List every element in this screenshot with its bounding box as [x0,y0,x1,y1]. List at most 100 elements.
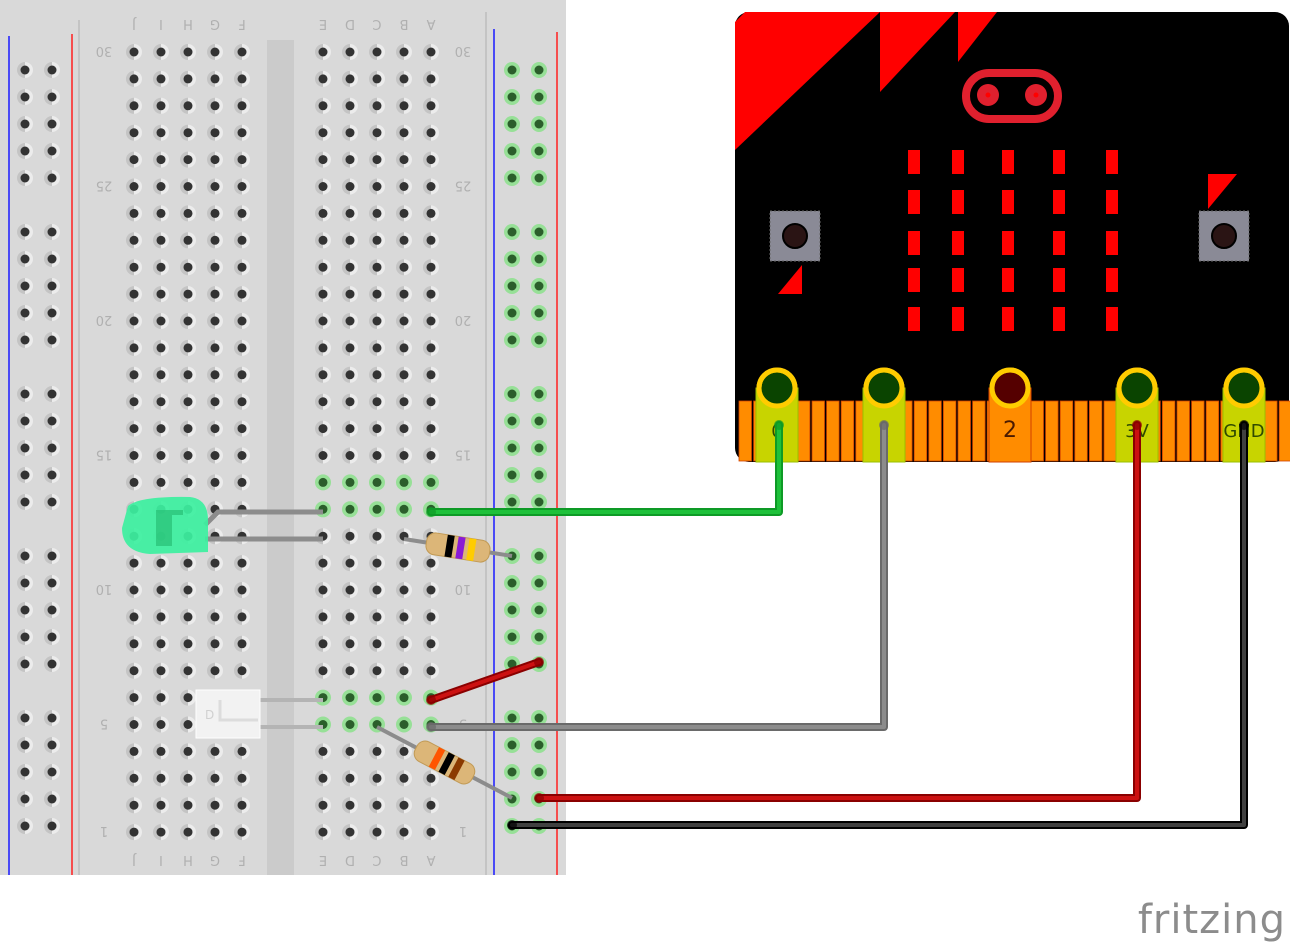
breadboard-hole[interactable] [180,70,196,87]
breadboard-hole[interactable] [369,528,385,545]
breadboard-hole[interactable] [423,393,439,410]
breadboard-hole[interactable] [44,143,60,159]
breadboard-hole[interactable] [234,151,250,168]
breadboard-hole[interactable] [396,635,412,652]
breadboard-hole[interactable] [342,178,358,195]
breadboard-hole[interactable] [315,420,331,437]
breadboard-hole[interactable] [531,116,547,132]
breadboard-hole[interactable] [17,467,33,483]
breadboard-hole[interactable] [17,143,33,159]
breadboard-hole[interactable] [234,97,250,114]
breadboard-hole[interactable] [126,420,142,437]
breadboard-hole[interactable] [44,737,60,753]
breadboard-hole[interactable] [369,339,385,356]
breadboard-hole[interactable] [315,205,331,222]
breadboard-hole[interactable] [17,629,33,645]
breadboard-hole[interactable] [369,662,385,679]
breadboard-hole[interactable] [180,662,196,679]
breadboard-hole[interactable] [17,224,33,240]
breadboard-hole[interactable] [234,635,250,652]
breadboard-hole[interactable] [531,386,547,402]
breadboard-hole[interactable] [423,474,439,491]
breadboard-hole[interactable] [207,393,223,410]
breadboard-hole[interactable] [396,689,412,706]
breadboard-hole[interactable] [180,151,196,168]
breadboard-hole[interactable] [180,447,196,464]
breadboard-hole[interactable] [17,62,33,78]
breadboard-hole[interactable] [342,70,358,87]
breadboard-hole[interactable] [369,286,385,303]
breadboard-hole[interactable] [423,259,439,276]
breadboard-hole[interactable] [342,743,358,760]
breadboard-hole[interactable] [423,178,439,195]
breadboard-hole[interactable] [342,662,358,679]
breadboard-hole[interactable] [17,791,33,807]
breadboard-hole[interactable] [207,555,223,572]
breadboard-hole[interactable] [315,770,331,787]
breadboard-hole[interactable] [342,555,358,572]
breadboard-hole[interactable] [396,420,412,437]
breadboard-hole[interactable] [207,70,223,87]
breadboard-hole[interactable] [504,440,520,456]
breadboard-hole[interactable] [44,116,60,132]
breadboard-hole[interactable] [180,635,196,652]
breadboard-hole[interactable] [531,143,547,159]
breadboard-hole[interactable] [315,689,331,706]
breadboard-hole[interactable] [342,366,358,383]
breadboard-hole[interactable] [44,548,60,564]
breadboard-hole[interactable] [153,313,169,329]
breadboard-hole[interactable] [207,528,223,545]
breadboard-hole[interactable] [396,662,412,679]
breadboard-hole[interactable] [234,366,250,383]
breadboard-hole[interactable] [396,151,412,168]
breadboard-hole[interactable] [44,791,60,807]
breadboard-hole[interactable] [126,44,142,60]
breadboard-hole[interactable] [207,635,223,652]
breadboard-hole[interactable] [234,474,250,491]
breadboard-hole[interactable] [207,447,223,464]
breadboard-hole[interactable] [153,97,169,114]
breadboard-hole[interactable] [423,447,439,464]
breadboard-hole[interactable] [17,332,33,348]
breadboard-hole[interactable] [234,286,250,303]
button-b-cap[interactable] [1211,223,1237,249]
breadboard-hole[interactable] [315,313,331,329]
breadboard-hole[interactable] [423,232,439,249]
breadboard-hole[interactable] [369,205,385,222]
breadboard-hole[interactable] [315,608,331,625]
breadboard-hole[interactable] [180,420,196,437]
breadboard-hole[interactable] [207,178,223,195]
breadboard-hole[interactable] [342,97,358,114]
breadboard-hole[interactable] [126,70,142,87]
breadboard-hole[interactable] [342,259,358,276]
breadboard-hole[interactable] [180,366,196,383]
breadboard-hole[interactable] [180,286,196,303]
wire-sensor-to-pin1[interactable] [426,420,889,732]
breadboard-hole[interactable] [180,259,196,276]
breadboard-hole[interactable] [423,339,439,356]
breadboard-hole[interactable] [180,313,196,329]
breadboard-hole[interactable] [153,339,169,356]
breadboard-hole[interactable] [531,62,547,78]
breadboard-hole[interactable] [342,286,358,303]
breadboard-hole[interactable] [234,770,250,787]
breadboard-hole[interactable] [126,286,142,303]
wire-rail-jumper[interactable] [426,657,544,705]
breadboard-hole[interactable] [234,797,250,814]
breadboard-hole[interactable] [342,501,358,518]
breadboard-hole[interactable] [180,582,196,598]
wire-gnd-to-rail[interactable] [507,420,1249,830]
breadboard-hole[interactable] [153,70,169,87]
breadboard-hole[interactable] [315,743,331,760]
breadboard-hole[interactable] [504,62,520,78]
breadboard-hole[interactable] [315,286,331,303]
button-a-cap[interactable] [782,223,808,249]
breadboard-hole[interactable] [504,251,520,267]
breadboard-hole[interactable] [342,447,358,464]
breadboard-hole[interactable] [234,339,250,356]
breadboard-hole[interactable] [126,716,142,733]
breadboard-hole[interactable] [369,178,385,195]
breadboard-hole[interactable] [44,575,60,591]
breadboard-hole[interactable] [504,170,520,186]
breadboard-hole[interactable] [44,170,60,186]
